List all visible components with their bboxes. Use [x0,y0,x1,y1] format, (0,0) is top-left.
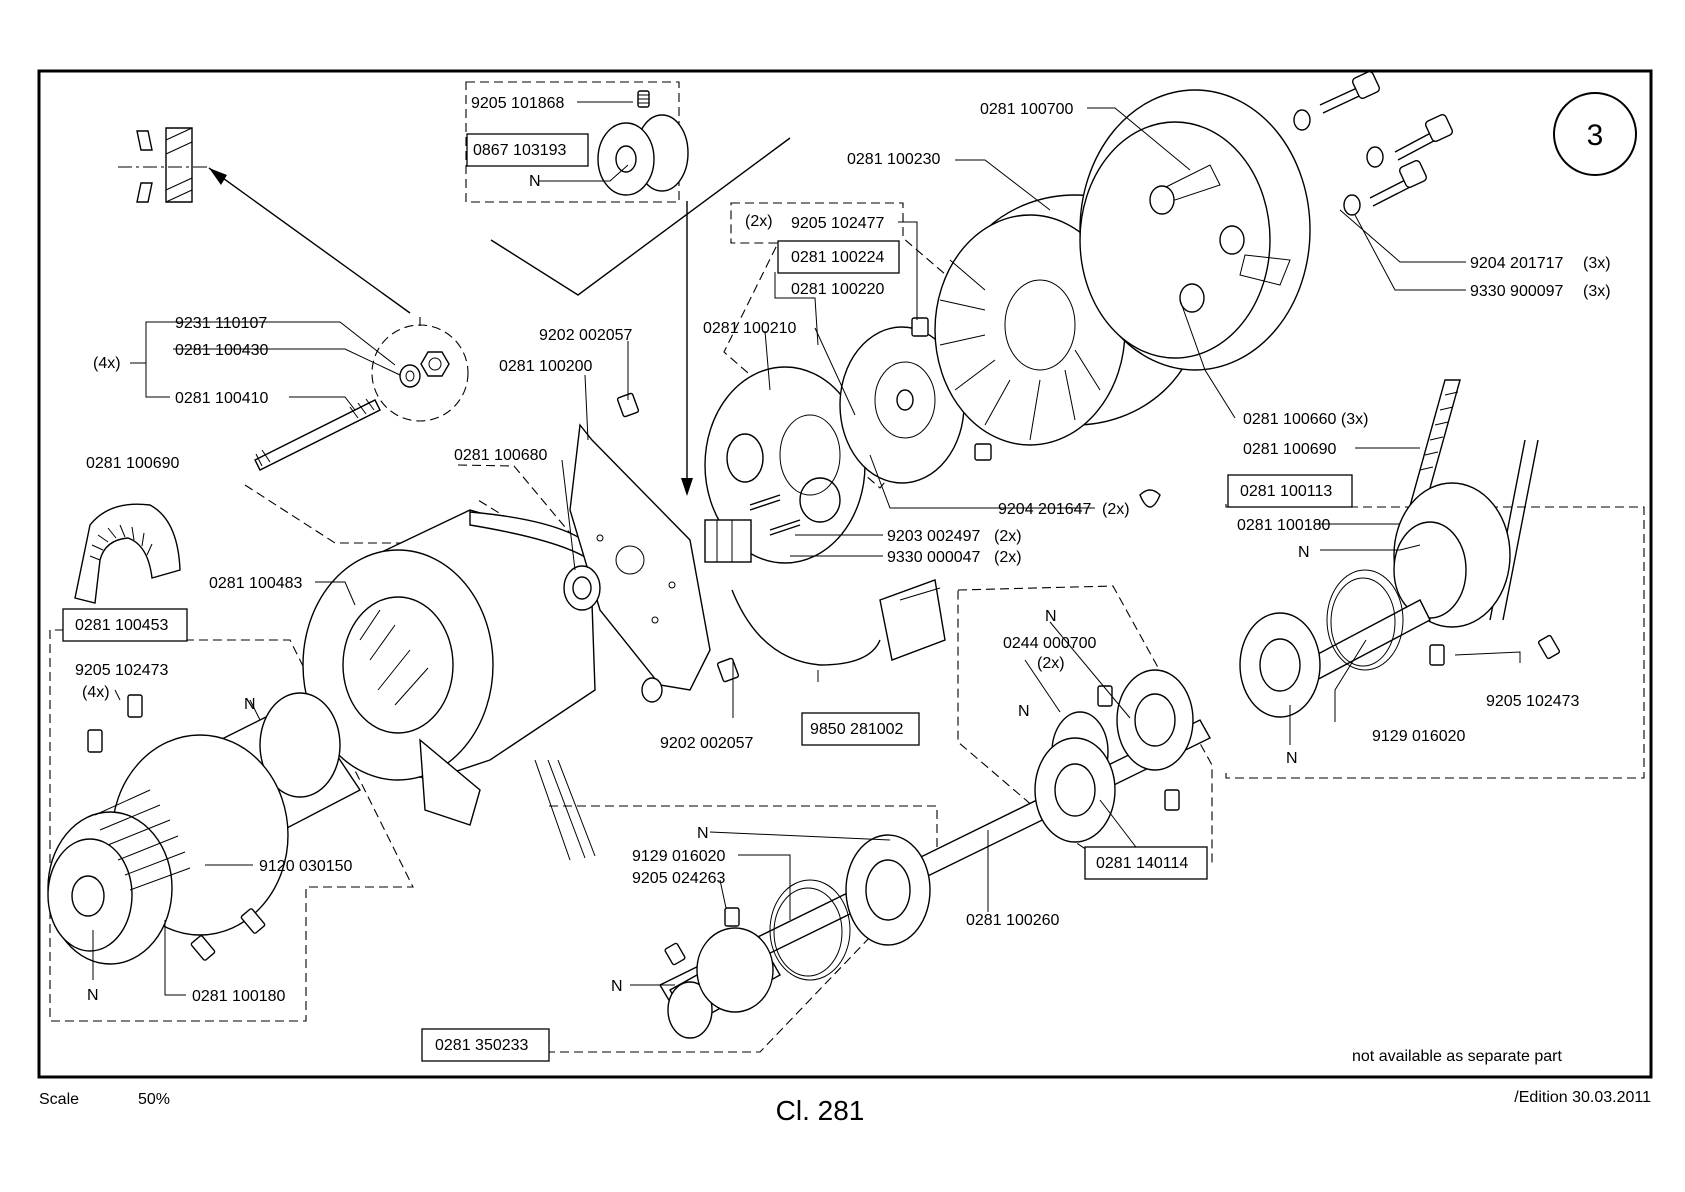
callout-9850-281002: 9850 281002 [810,721,904,738]
callout-9204-201717: 9204 201717 [1470,255,1564,272]
box-0281-140114 [1084,846,1208,880]
callout-2x-e: (2x) [1037,655,1065,672]
motor-housing [302,509,596,861]
callout-0281-100210: 0281 100210 [703,320,797,337]
callout-4x-a: (4x) [93,355,121,372]
output-pulley-group [1239,379,1561,718]
callout-9330-000047: 9330 000047 [887,549,981,566]
drawing-frame [37,69,1653,1079]
footnote: not available as separate part [1352,1048,1562,1065]
callout-0281-100690-left: 0281 100690 [86,455,180,472]
box-0281-100453 [62,608,188,642]
sensor-connector-cable [704,519,946,666]
tie-rod [254,398,381,471]
box-0281-100224 [777,240,900,274]
callouts: 9205 101868 0867 103193 N 0281 100700 02… [62,95,1611,1065]
view-number-circle [1553,92,1637,176]
callout-0281-100260: 0281 100260 [966,912,1060,929]
callout-9205-101868: 9205 101868 [471,95,565,112]
leader-lines [92,101,1521,996]
callout-0281-100224: 0281 100224 [791,249,885,266]
callout-9231-110107: 9231 110107 [175,315,267,332]
callout-9202-002057-bottom: 9202 002057 [660,735,754,752]
callout-9205-102477: 9205 102477 [791,215,885,232]
callout-0281-100700: 0281 100700 [980,101,1074,118]
callout-0281-100660: 0281 100660 (3x) [1243,411,1368,428]
callout-4x-b: (4x) [82,684,110,701]
view-number: 3 [1587,119,1604,152]
callout-9129-016020-bottom: 9129 016020 [632,848,726,865]
bottom-shaft-group [664,834,931,1039]
callout-0281-100483: 0281 100483 [209,575,303,592]
callout-n-right-1: N [1298,544,1310,561]
callout-n-left-1: N [244,696,256,713]
callout-0281-100680: 0281 100680 [454,447,548,464]
bearing-plate [563,423,711,703]
callout-0281-100113: 0281 100113 [1240,483,1332,500]
cover-screws [1293,70,1454,216]
callout-0281-100180-left: 0281 100180 [192,988,286,1005]
callout-n-inset: N [529,173,541,190]
callout-9204-201647: 9204 201647 [998,501,1092,518]
box-0281-100113 [1227,474,1353,508]
callout-n-left-2: N [87,987,99,1004]
intermediate-shaft [659,669,1211,1003]
callout-n-bottom-1: N [697,825,709,842]
callout-n-mid-1: N [1045,608,1057,625]
callout-9205-102473-left: 9205 102473 [75,662,169,679]
callout-0281-100410: 0281 100410 [175,390,269,407]
callout-2x-a: (2x) [745,213,773,230]
scale-label: Scale [39,1091,79,1108]
callout-0281-100453: 0281 100453 [75,617,169,634]
callout-9203-002497: 9203 002497 [887,528,981,545]
callout-0281-100220: 0281 100220 [791,281,885,298]
callout-9120-030150: 9120 030150 [259,858,353,875]
nut-washer-detail [399,351,450,388]
callout-9202-002057-top: 9202 002057 [539,327,633,344]
motor-shaft-left [47,692,362,965]
box-9850-281002 [801,712,920,746]
callout-0281-100230: 0281 100230 [847,151,941,168]
callout-2x-c: (2x) [994,528,1022,545]
callout-9205-024263: 9205 024263 [632,870,726,887]
callout-0281-100180-right: 0281 100180 [1237,517,1331,534]
callout-0281-350233: 0281 350233 [435,1037,529,1054]
callout-n-right-2: N [1286,750,1298,767]
timing-belt-left [74,503,181,604]
inset-parts [597,90,689,196]
callout-3x-a: (3x) [1583,255,1611,272]
callout-0244-000700: 0244 000700 [1003,635,1097,652]
callout-0281-140114: 0281 140114 [1096,855,1188,872]
fan-wheel [934,194,1201,446]
callout-n-mid-2: N [1018,703,1030,720]
box-0281-350233 [421,1028,550,1062]
class-title: Cl. 281 [776,1095,865,1126]
footer: Scale 50% Cl. 281 /Edition 30.03.2011 [39,1089,1651,1126]
flange-screws [616,392,1161,683]
callout-9330-900097: 9330 900097 [1470,283,1564,300]
edition-date: /Edition 30.03.2011 [1514,1089,1651,1106]
callout-9129-016020-right: 9129 016020 [1372,728,1466,745]
callout-2x-d: (2x) [994,549,1022,566]
pulley-cover [1079,89,1311,371]
callout-9205-102473-right: 9205 102473 [1486,693,1580,710]
scale-value: 50% [138,1091,170,1108]
nut-section-detail [118,127,210,203]
callout-0867-103193: 0867 103193 [473,142,567,159]
callout-0281-100430: 0281 100430 [175,342,269,359]
callout-3x-b: (3x) [1583,283,1611,300]
box-0867-103193 [466,133,589,167]
callout-0281-100690-right: 0281 100690 [1243,441,1337,458]
callout-2x-b: (2x) [1102,501,1130,518]
callout-0281-100200: 0281 100200 [499,358,593,375]
callout-n-bottom-2: N [611,978,623,995]
sensor-flange [704,366,866,564]
